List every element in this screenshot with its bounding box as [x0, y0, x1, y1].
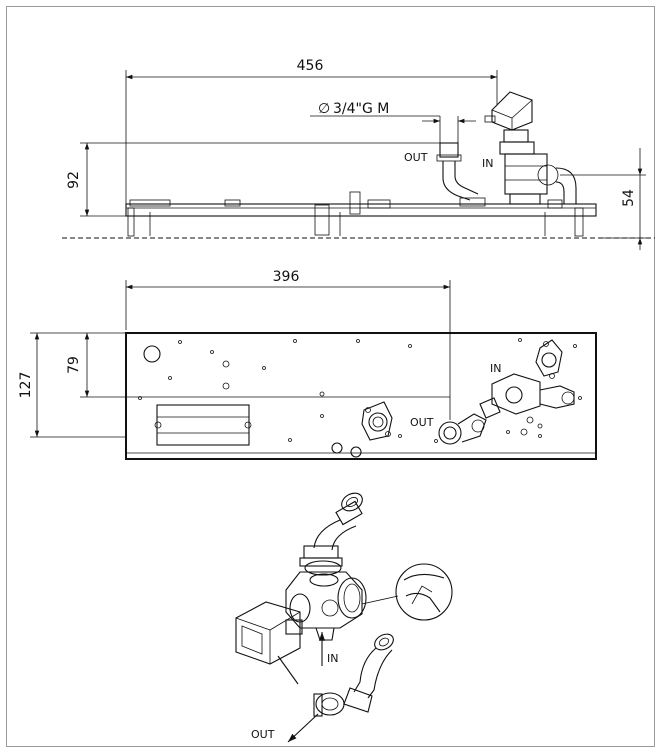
magnified-detail [361, 563, 453, 621]
out-label-elevation: OUT [404, 151, 428, 164]
dimension-92-label: 92 [66, 171, 82, 189]
pipe-diameter-label: 3/4"G M [333, 101, 389, 117]
outlet-fitting-plan [438, 413, 487, 445]
dimension-456-label: 456 [297, 58, 324, 74]
actuator-iso [235, 601, 303, 685]
base-tray-plan [125, 332, 597, 460]
in-label-plan: IN [490, 362, 501, 375]
valve-plan [479, 339, 575, 436]
tray-holes [138, 338, 582, 458]
fitting-plan-center [361, 401, 393, 441]
outlet-pipe-elevation [436, 142, 479, 201]
tray-cutout [154, 404, 252, 446]
elevation-view: 456 ∅ 3/4"G M 92 54 [62, 58, 655, 250]
dimension-127-label: 127 [18, 372, 34, 399]
dimension-79-label: 79 [66, 356, 82, 374]
dimension-396-label: 396 [273, 269, 300, 285]
valve-actuator-elevation [484, 91, 577, 205]
out-arrow-iso [287, 713, 319, 743]
in-label-iso: IN [327, 652, 338, 665]
isometric-detail: IN OUT [235, 492, 453, 743]
out-label-iso: OUT [251, 728, 275, 741]
drawing-frame [6, 6, 655, 747]
out-label-plan: OUT [410, 416, 434, 429]
dimension-54-label: 54 [621, 189, 637, 207]
pipe-diameter-symbol: ∅ [318, 101, 330, 117]
in-label-elevation: IN [482, 157, 493, 170]
plan-view: 396 127 79 [18, 269, 597, 460]
upper-bent-pipe [299, 492, 363, 576]
base-tray-profile [125, 191, 597, 237]
valve-body-iso [285, 571, 367, 641]
lower-bent-pipe [313, 633, 394, 717]
